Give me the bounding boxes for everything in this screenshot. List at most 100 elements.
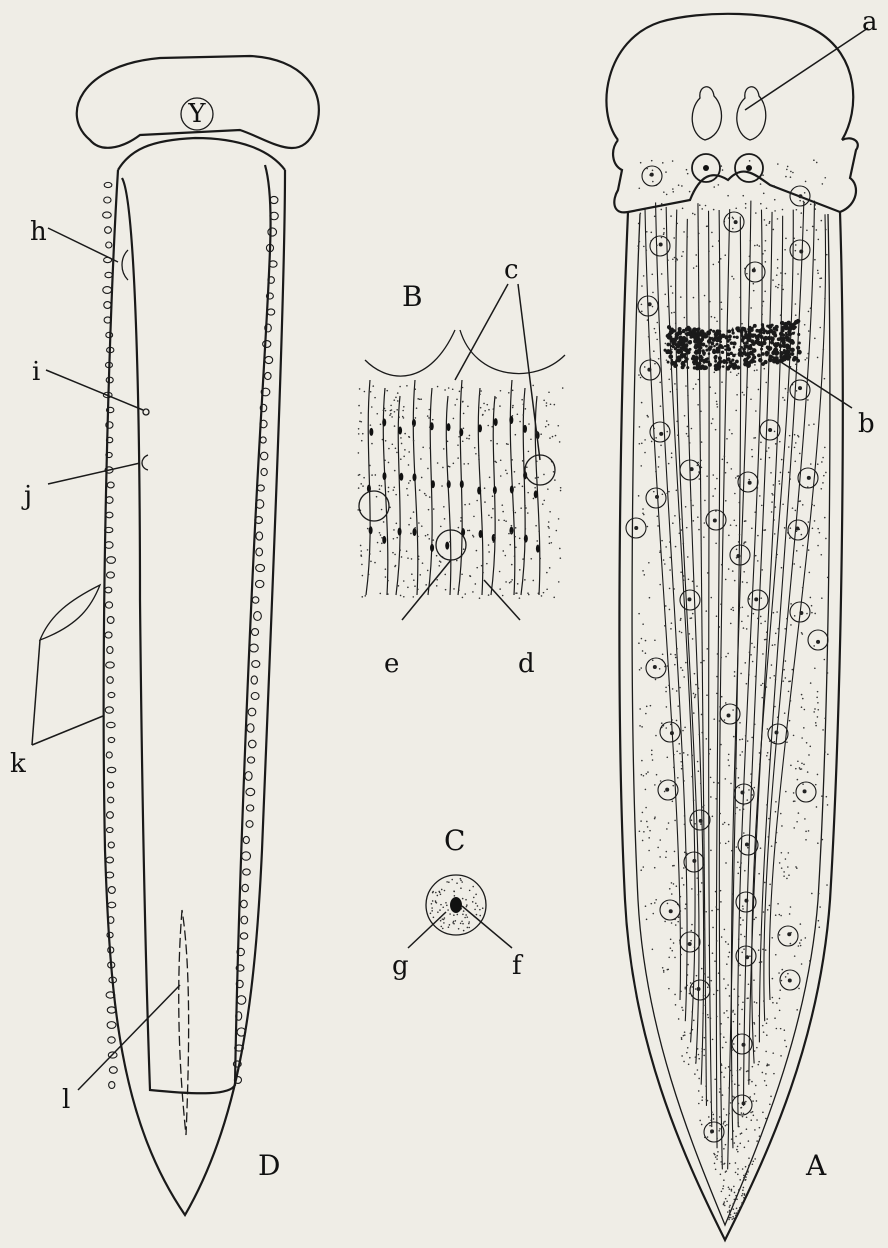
stipple-dot [731,1138,733,1140]
stipple-dot [464,593,466,595]
stipple-dot [386,390,388,392]
stipple-dot [408,464,410,466]
stipple-dot [468,438,470,440]
stipple-dot [639,830,641,832]
band-pigment [679,336,683,340]
stipple-dot [668,685,670,687]
stipple-dot [679,687,681,689]
stipple-dot [730,371,732,373]
stipple-dot [482,907,484,909]
stipple-dot [445,589,447,591]
stipple-dot [819,906,821,908]
stipple-dot [780,472,782,474]
stipple-dot [505,520,507,522]
stipple-dot [795,510,797,512]
stipple-dot [764,1080,766,1082]
stipple-dot [532,580,534,582]
stipple-dot [425,495,427,497]
stipple-dot [760,847,762,849]
stipple-dot [703,536,705,538]
stipple-dot [553,471,555,473]
stipple-dot [817,709,819,711]
stipple-dot [641,285,643,287]
vesicle [103,287,112,294]
stipple-dot [361,564,363,566]
stipple-dot [467,530,469,532]
stipple-dot [447,481,449,483]
stipple-dot [810,597,812,599]
stipple-dot [749,1096,751,1098]
stipple-dot [472,535,474,537]
vesicle [108,1037,115,1043]
stipple-dot [487,425,489,427]
stipple-dot [734,1083,736,1085]
stipple-dot [793,237,795,239]
stipple-dot [666,194,668,196]
stipple-dot [817,272,819,274]
stipple-dot [723,1148,725,1150]
stipple-dot [522,558,524,560]
stipple-dot [658,466,660,468]
band-pigment [701,356,704,359]
stipple-dot [799,942,801,944]
stipple-dot [453,418,455,420]
stipple-dot [448,387,450,389]
stipple-dot [735,1172,737,1174]
figure-a-eye-right-pupil [746,165,752,171]
stipple-dot [718,261,720,263]
stipple-dot [779,441,781,443]
stipple-dot [468,923,470,925]
stipple-dot [645,640,647,642]
stipple-dot [799,200,801,202]
stipple-dot [642,840,644,842]
stipple-dot [420,458,422,460]
stipple-dot [397,400,399,402]
stipple-dot [676,489,678,491]
stipple-dot [438,565,440,567]
stipple-dot [728,568,730,570]
stipple-dot [672,258,674,260]
stipple-dot [476,550,478,552]
stipple-dot [684,415,686,417]
stipple-dot [414,388,416,390]
stipple-dot [441,889,443,891]
stipple-dot [483,403,485,405]
stipple-dot [760,183,762,185]
stipple-dot [796,209,798,211]
stipple-dot [806,229,808,231]
stipple-dot [448,881,450,883]
band-pigment [770,340,774,344]
stipple-dot [375,474,377,476]
stipple-dot [460,878,462,880]
stipple-dot [716,1137,718,1139]
stipple-dot [807,353,809,355]
stipple-dot [759,495,761,497]
stipple-dot [801,706,803,708]
stipple-dot [700,662,702,664]
stipple-dot [427,570,429,572]
stipple-dot [800,566,802,568]
nerve-cell-nucleus [692,859,696,863]
stipple-dot [657,515,659,517]
stipple-dot [795,303,797,305]
stipple-dot [711,232,713,234]
stipple-dot [693,267,695,269]
stipple-dot [463,548,465,550]
stipple-dot [502,550,504,552]
stipple-dot [638,613,640,615]
band-pigment [718,356,722,360]
stipple-dot [385,440,387,442]
stipple-dot [713,994,715,996]
band-pigment [747,334,752,339]
stipple-dot [758,1015,760,1017]
stipple-dot [469,503,471,505]
stipple-dot [440,904,442,906]
stipple-dot [394,566,396,568]
stipple-dot [697,1048,699,1050]
stipple-dot [733,278,735,280]
band-pigment [719,344,723,348]
stipple-dot [652,292,654,294]
stipple-dot [479,915,481,917]
band-pigment [786,321,791,326]
stipple-dot [753,290,755,292]
